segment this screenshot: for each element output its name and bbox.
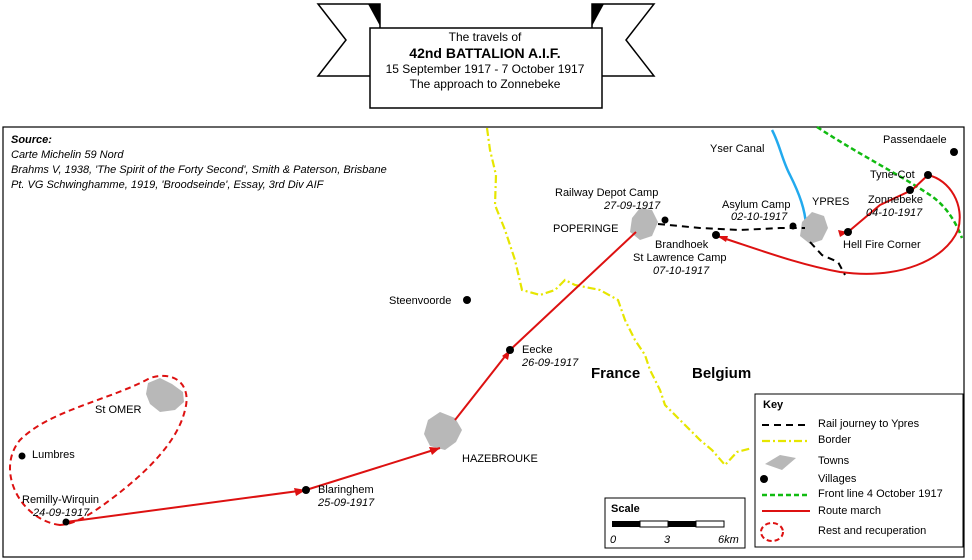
label-asylum: Asylum Camp [722,199,791,211]
village-brandhoek [712,231,720,239]
route-hazebrouke-eecke [454,349,511,421]
town-hazebrouke [424,412,462,450]
village-asylum [789,222,797,230]
key-item-border: Border [818,434,852,446]
label-steenvoorde: Steenvoorde [389,295,452,307]
village-railway-depot [661,216,669,224]
scale-title: Scale [611,503,640,515]
village-tyne-cot [924,171,932,179]
route-arrow [429,447,440,455]
scale-label-0: 0 [610,534,617,546]
scale-label-6km: 6km [718,534,739,546]
scale-box [604,497,746,549]
title-line-1: The travels of [448,30,522,44]
source-line: Brahms V, 1938, 'The Spirit of the Forty… [11,164,387,176]
key-title: Key [763,399,784,411]
border-line [485,127,753,467]
map-title: The travels of 42nd BATTALION A.I.F. 15 … [370,30,600,106]
key-item-route-march: Route march [818,505,881,517]
town-ypres [800,212,828,244]
label-blaringhem: Blaringhem [318,484,374,496]
label-zonnebeke-date: 04-10-1917 [866,207,923,219]
key-item-rest: Rest and recuperation [818,525,927,537]
key-item-rail: Rail journey to Ypres [818,418,920,430]
label-tyne-cot: Tyne-Cot [870,169,915,181]
title-line-3: 15 September 1917 - 7 October 1917 [385,62,585,76]
label-remilly: Remilly-Wirquin [22,494,100,506]
source-block: Source: Carte Michelin 59 Nord Brahms V,… [11,133,387,193]
label-lumbres: Lumbres [32,449,75,461]
source-line: Carte Michelin 59 Nord [11,149,124,161]
label-blaringhem-date: 25-09-1917 [318,497,375,509]
route-arrow [717,236,728,242]
village-lumbres [18,452,26,460]
title-line-2: 42nd BATTALION A.I.F. [409,45,561,61]
label-hazebrouke: HAZEBROUKE [462,453,538,465]
label-st-omer: St OMER [95,404,142,416]
label-eecke-date: 26-09-1917 [522,357,579,369]
yser-canal-line [770,129,808,226]
label-belgium: Belgium [692,365,752,382]
route-eecke-poperinge [509,231,637,351]
label-remilly-date: 24-09-1917 [33,507,90,519]
label-poperinge: POPERINGE [553,223,619,235]
key-item-villages: Villages [818,473,857,485]
village-blaringhem [302,486,310,494]
label-st-lawrence: St Lawrence Camp [633,252,727,264]
label-france: France [591,365,641,382]
label-passendaele: Passendaele [883,134,947,146]
key-item-towns: Towns [818,455,850,467]
village-passendaele [950,148,958,156]
scale-label-3: 3 [664,534,671,546]
label-ypres: YPRES [812,196,850,208]
village-zonnebeke [906,186,914,194]
route-remilly-blaringhem [65,489,307,523]
village-eecke [506,346,514,354]
label-st-lawrence-date: 07-10-1917 [653,265,710,277]
village-remilly [62,518,70,526]
label-eecke: Eecke [522,344,553,356]
village-hell-fire [844,228,852,236]
key-box [754,393,964,548]
route-ypres-loop [716,173,961,275]
route-blaringhem-hazebrouke [305,447,441,491]
label-zonnebeke: Zonnebeke [868,194,924,206]
rail-ypres-hellfire [809,241,846,276]
label-railway-depot: Railway Depot Camp [555,187,659,199]
label-yser-canal: Yser Canal [710,143,765,155]
village-steenvoorde [463,296,471,304]
front-line [816,125,964,239]
town-poperinge [630,208,658,240]
source-heading: Source: [11,134,52,146]
title-line-4: The approach to Zonnebeke [409,77,561,91]
label-brandhoek: Brandhoek [655,239,709,251]
title-banner [316,3,656,109]
source-line: Pt. VG Schwinghamme, 1919, 'Broodseinde'… [11,179,324,191]
rail-poperinge-ypres [657,223,805,232]
rest-recuperation-loop [9,374,188,527]
label-hell-fire: Hell Fire Corner [843,239,921,251]
key-item-front-line: Front line 4 October 1917 [818,488,943,500]
label-railway-depot-date: 27-09-1917 [604,200,661,212]
map-frame [2,126,965,558]
town-st-omer [146,378,184,412]
label-asylum-date: 02-10-1917 [731,211,788,223]
